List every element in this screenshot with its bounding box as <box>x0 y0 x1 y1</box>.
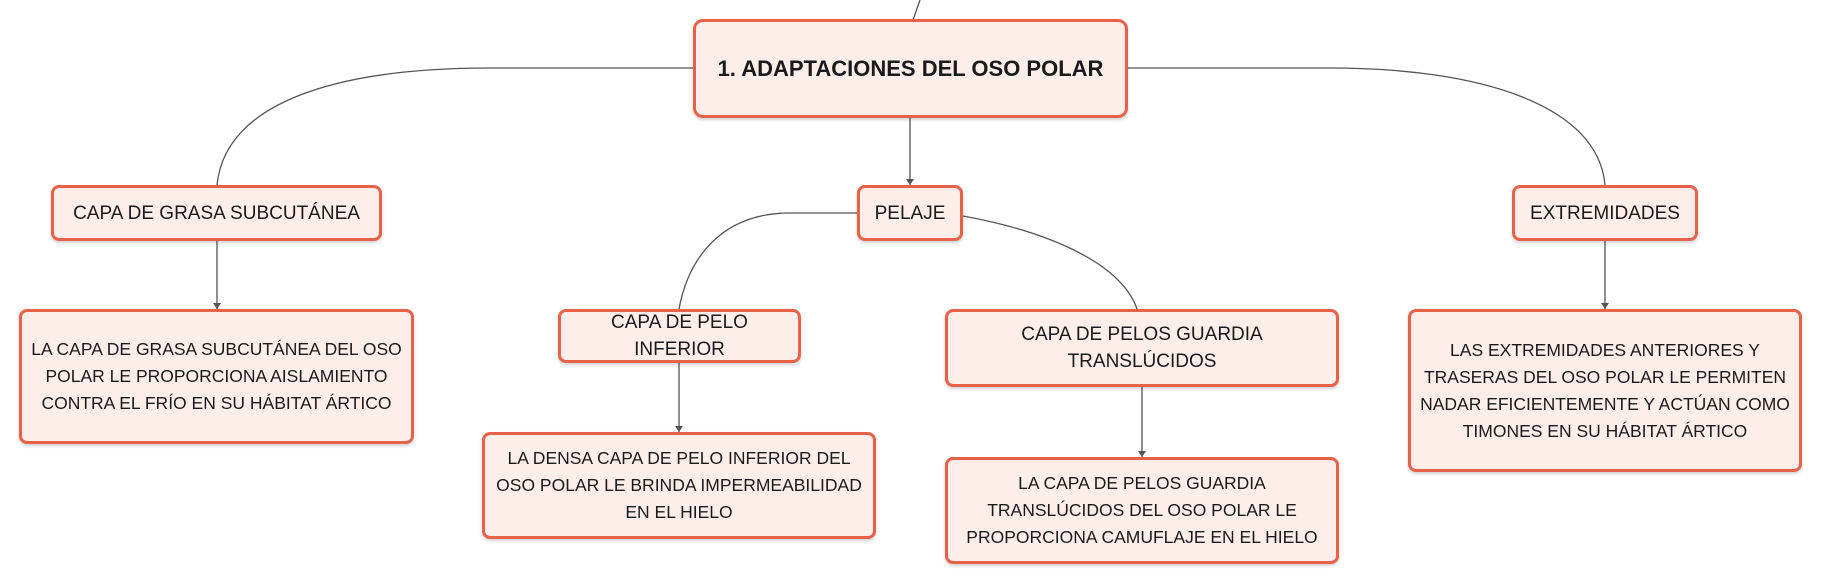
subtopic-node-capa-de-pelo-inferior[interactable]: CAPA DE PELO INFERIOR <box>558 309 801 363</box>
topic-node-capa-de-grasa[interactable]: CAPA DE GRASA SUBCUTÁNEA <box>51 185 382 241</box>
arrow-inferior-detail <box>675 426 683 432</box>
topic-node-label: PELAJE <box>874 202 946 224</box>
connector-parent-root <box>912 0 921 21</box>
topic-node-label: EXTREMIDADES <box>1530 202 1680 224</box>
connector-pelaje-inferior <box>678 212 857 310</box>
topic-node-pelaje[interactable]: PELAJE <box>857 185 963 241</box>
arrow-grasa-detail <box>213 303 221 309</box>
subtopic-node-label: CAPA DE PELO INFERIOR <box>611 312 748 360</box>
detail-node-capa-de-pelos-guardia[interactable]: LA CAPA DE PELOS GUARDIA TRANSLÚCIDOS DE… <box>945 457 1339 564</box>
topic-node-label: CAPA DE GRASA SUBCUTÁNEA <box>73 202 360 224</box>
connector-pelaje-guardia <box>962 215 1138 310</box>
topic-node-extremidades[interactable]: EXTREMIDADES <box>1512 185 1698 241</box>
arrow-extremidades-detail <box>1601 303 1609 309</box>
detail-node-capa-de-pelo-inferior[interactable]: LA DENSA CAPA DE PELO INFERIOR DEL OSO P… <box>482 432 876 539</box>
detail-node-text: LAS EXTREMIDADES ANTERIORES Y TRASERAS D… <box>1420 339 1790 441</box>
subtopic-node-label: CAPA DE PELOS GUARDIA TRANSLÚCIDOS <box>1021 324 1263 372</box>
root-node-label: 1. ADAPTACIONES DEL OSO POLAR <box>717 56 1104 81</box>
subtopic-node-capa-de-pelos-guardia[interactable]: CAPA DE PELOS GUARDIA TRANSLÚCIDOS <box>945 309 1339 387</box>
arrow-pelaje <box>906 179 914 185</box>
detail-node-capa-de-grasa[interactable]: LA CAPA DE GRASA SUBCUTÁNEA DEL OSO POLA… <box>19 309 414 444</box>
connector-root-grasa <box>216 67 693 186</box>
connector-root-extremidades <box>1128 67 1606 186</box>
detail-node-extremidades[interactable]: LAS EXTREMIDADES ANTERIORES Y TRASERAS D… <box>1408 309 1802 472</box>
detail-node-text: LA CAPA DE GRASA SUBCUTÁNEA DEL OSO POLA… <box>31 339 402 413</box>
arrow-guardia-detail <box>1138 451 1146 457</box>
detail-node-text: LA DENSA CAPA DE PELO INFERIOR DEL OSO P… <box>496 448 862 522</box>
root-node[interactable]: 1. ADAPTACIONES DEL OSO POLAR <box>693 19 1128 118</box>
detail-node-text: LA CAPA DE PELOS GUARDIA TRANSLÚCIDOS DE… <box>966 473 1318 547</box>
